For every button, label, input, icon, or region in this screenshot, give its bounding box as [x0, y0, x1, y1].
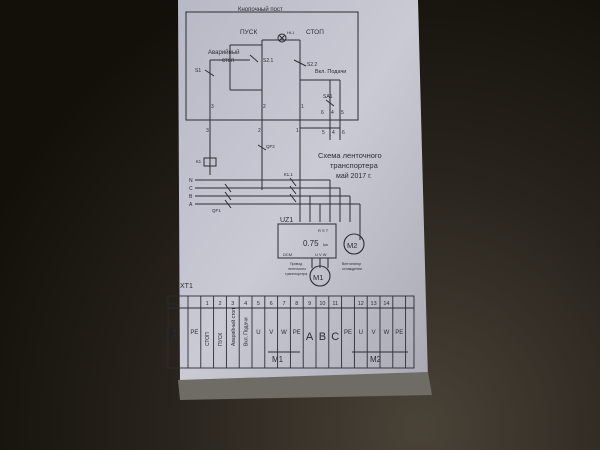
terminal-number: 2 — [218, 301, 221, 307]
terminal-number: 14 — [383, 301, 389, 307]
paper-fold-shadow — [178, 372, 432, 400]
terminal-number: 3 — [231, 301, 234, 307]
stop-label: СТОП — [306, 29, 324, 36]
ref-s1: S1 — [195, 68, 201, 74]
motor-m2-symbol — [343, 233, 365, 255]
ref-qf1: QF1 — [212, 208, 221, 213]
ref-xt1: XT1 — [180, 283, 193, 290]
inverter-output: U V W — [315, 252, 327, 257]
terminal-signal: U — [256, 330, 260, 336]
title-line-3: май 2017 г. — [336, 172, 372, 180]
terminal-signal: PE — [344, 330, 352, 336]
wire-number: 6 — [342, 130, 345, 136]
ref-k1: К1 — [196, 159, 202, 164]
wire-number: 5 — [341, 110, 344, 116]
wire-number: 6 — [321, 110, 324, 116]
feed-on-label: Вкл. Подачи — [315, 69, 346, 75]
terminal-signal: V — [372, 330, 376, 336]
ref-uz1: UZ1 — [280, 217, 293, 224]
contact-symbols — [203, 33, 335, 167]
phase-b: B — [189, 194, 193, 200]
motor-m1-symbol — [309, 265, 331, 287]
table-row-header-2: Цепь — [172, 328, 178, 340]
terminal-number: 12 — [358, 301, 364, 307]
control-wiring — [209, 39, 341, 190]
inverter-power: 0.75 — [303, 239, 319, 248]
terminal-signal: PE — [395, 330, 403, 336]
terminal-signal: PE — [293, 330, 301, 336]
terminal-number: 13 — [371, 301, 377, 307]
motor-m2-label: M2 — [347, 241, 357, 250]
ref-hl1: HL1 — [287, 30, 295, 35]
terminal-number: 5 — [257, 301, 260, 307]
m1-caption-3: транспортера — [285, 272, 307, 276]
phase-c: C — [189, 186, 193, 192]
wire-number: 1 — [296, 128, 299, 134]
button-post-header: Кнопочный пост — [238, 6, 283, 13]
inverter-box — [277, 223, 337, 259]
paper — [178, 0, 428, 388]
wire-numbers: 3 2 1 6 4 5 3 2 1 5 4 6 — [206, 104, 345, 136]
power-bus — [195, 177, 361, 240]
m2-caption-1: Вентилятор — [342, 262, 361, 266]
inverter-model: DCM — [283, 252, 292, 257]
terminal-number: 10 — [319, 301, 325, 307]
title-line-2: транспортера — [330, 161, 379, 170]
ref-sa1: SA1 — [323, 94, 333, 100]
wire-number: 2 — [258, 128, 261, 134]
wire-number: 5 — [322, 130, 325, 136]
terminal-number: 11 — [332, 301, 338, 307]
start-label: ПУСК — [240, 29, 257, 36]
group-m2-label: M2 — [370, 355, 382, 364]
wire-number: 1 — [301, 104, 304, 110]
wire-number: 2 — [263, 104, 266, 110]
terminal-number: 8 — [295, 301, 298, 307]
group-m1-label: M1 — [272, 355, 284, 364]
emergency-label-1: Аварийный — [208, 49, 239, 56]
terminal-number: 4 — [244, 301, 247, 307]
terminal-signal: Вкл. Подачи — [244, 317, 250, 346]
phase-n: N — [189, 178, 193, 184]
inverter-input: R S T — [318, 228, 329, 233]
phase-a: A — [189, 202, 193, 208]
terminal-signal: ПУСК — [218, 333, 224, 346]
ref-s2-1: S2.1 — [263, 58, 274, 64]
terminal-signal: PE — [190, 330, 198, 336]
wire-number: 3 — [206, 128, 209, 134]
table-row-header: Клем. — [170, 301, 181, 306]
terminal-signal: B — [319, 331, 326, 343]
terminal-signal: C — [331, 331, 339, 343]
emergency-label-2: стоп — [222, 58, 234, 64]
terminal-signal: V — [269, 330, 273, 336]
terminal-signal: W — [281, 330, 287, 336]
terminal-number: 7 — [282, 301, 285, 307]
terminal-number: 1 — [206, 301, 209, 307]
wire-number: 4 — [331, 110, 334, 116]
m1-caption-1: Привод — [290, 262, 302, 266]
terminal-signal: A — [306, 331, 314, 343]
motor-m1-label: M1 — [313, 273, 323, 282]
ref-s2-2: S2.2 — [307, 62, 318, 68]
wire-number: 3 — [211, 104, 214, 110]
terminal-signal: СТОП — [205, 332, 211, 346]
wire-number: 4 — [332, 130, 335, 136]
terminal-number: 6 — [270, 301, 273, 307]
m1-caption-2: ленточного — [288, 267, 306, 271]
button-post-frame — [185, 11, 359, 121]
m2-caption-2: охлаждения — [342, 267, 362, 271]
ref-qf2: QF2 — [266, 144, 275, 149]
inverter-unit: kw — [323, 242, 328, 247]
ref-k1-1: К1.1 — [284, 172, 293, 177]
terminal-signal: U — [359, 330, 363, 336]
title-line-1: Схема ленточного — [318, 151, 382, 160]
terminal-signal: Аварийный стоп — [230, 308, 237, 346]
terminal-signal: W — [384, 330, 390, 336]
terminal-number: 9 — [308, 301, 311, 307]
